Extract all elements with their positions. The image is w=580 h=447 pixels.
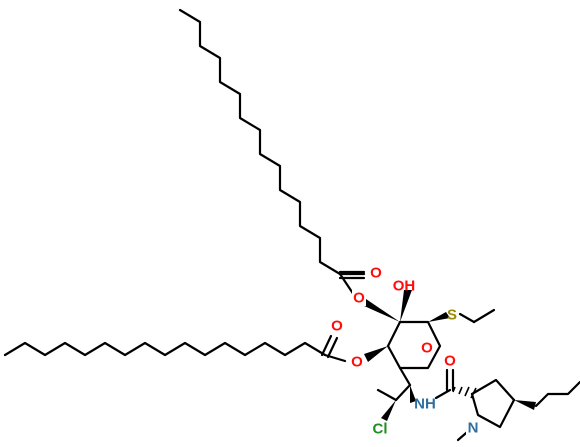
thioether-sulfur-label: S <box>447 307 457 324</box>
lower-ester-oxygen-label: O <box>351 354 363 371</box>
lower-carbonyl-bond-a <box>320 334 333 357</box>
side-chain-c6-c7-bond <box>394 383 412 402</box>
wedge-bond-upper-ester-o <box>362 299 400 322</box>
amide-nh-label: NH <box>414 396 436 413</box>
hash-bond-alpha-2 <box>458 386 463 395</box>
side-chain-methyl-bond <box>376 388 398 402</box>
wedge-bond-chloro <box>381 400 396 421</box>
c5-side-chain-bond <box>398 366 412 387</box>
amide-n-c-bond <box>434 388 452 400</box>
upper-ester-oxygen-label: O <box>353 290 365 307</box>
hash-bond-alpha-1 <box>452 386 456 393</box>
lower-ester-carbonyl-oxygen-label: O <box>331 318 343 335</box>
lower-fatty-acid-chain <box>3 341 327 357</box>
propyl-chain <box>534 380 580 408</box>
ring-oxygen-label: O <box>421 340 433 357</box>
wedge-bond-hydroxyl <box>400 290 412 322</box>
pyrrolidine-nitrogen-label: N <box>468 420 479 437</box>
upper-fatty-acid-chain <box>178 8 366 276</box>
wedge-bond-thioether <box>428 312 450 322</box>
chloro-label: Cl <box>373 421 388 438</box>
lower-ester-oc-bond <box>323 353 347 363</box>
hydroxyl-label: OH <box>393 278 416 295</box>
upper-ester-carbonyl-oxygen-label: O <box>370 265 382 282</box>
lower-carbonyl-bond-b <box>326 336 339 359</box>
amide-oxygen-label: O <box>444 353 456 370</box>
hash-bond-alpha-3 <box>464 386 470 397</box>
wedge-bond-lower-ester-o <box>364 346 388 362</box>
wedge-bond-nh <box>410 385 416 403</box>
methylthio-bond-b <box>472 308 496 324</box>
pyrrolidine-ring-top <box>470 378 516 402</box>
pyrrolidine-ring-bottom <box>470 392 516 429</box>
wedge-bond-propyl <box>514 400 536 410</box>
methylthio-bond-a <box>458 312 476 324</box>
